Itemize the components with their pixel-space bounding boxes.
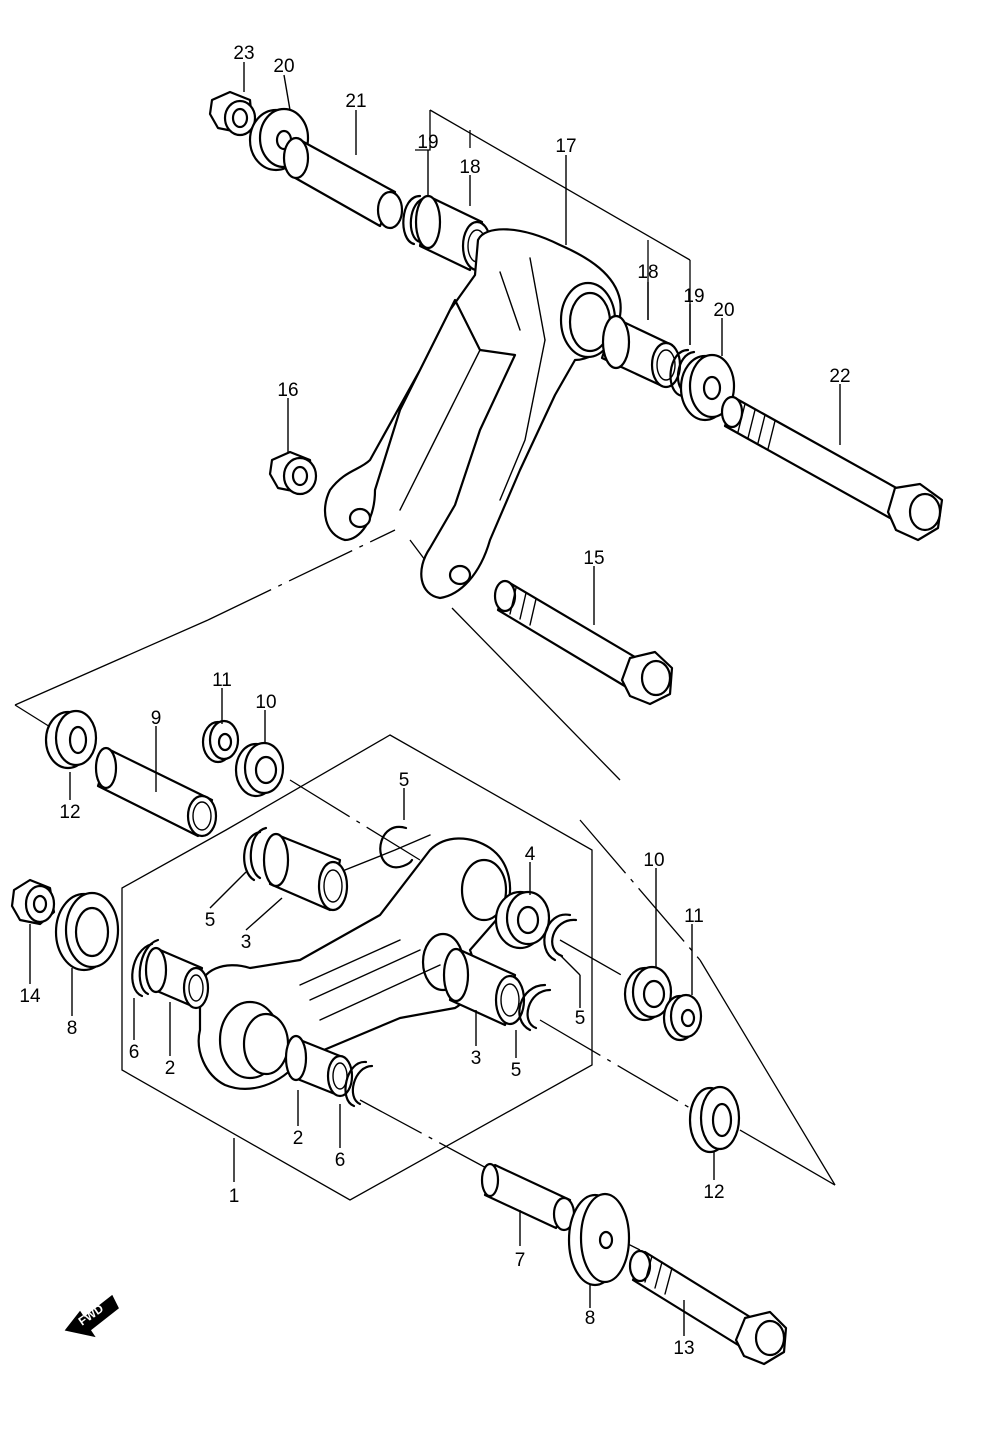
callout-10-upper: 10	[255, 692, 276, 713]
callout-5-right-lower: 5	[511, 1060, 522, 1081]
part-15-bolt	[493, 579, 674, 706]
part-17-cushion-lever	[323, 228, 622, 600]
callout-23: 23	[233, 43, 254, 64]
callout-13: 13	[673, 1338, 694, 1359]
part-5-circlip-left-upper	[243, 826, 268, 882]
callout-6-center: 6	[335, 1150, 346, 1171]
callout-21: 21	[345, 91, 366, 112]
callout-18-upper: 18	[459, 157, 480, 178]
callout-20-upper: 20	[273, 56, 294, 77]
part-4-seal	[494, 890, 551, 950]
part-13-bolt	[628, 1249, 788, 1366]
callout-12-right: 12	[703, 1182, 724, 1203]
part-18-bearing-right	[600, 314, 682, 389]
part-21-sleeve	[282, 136, 404, 230]
part-23-nut	[208, 90, 257, 137]
part-16-nut	[268, 450, 318, 496]
part-3-bearing-left	[262, 832, 349, 912]
callout-5-top: 5	[399, 770, 410, 791]
callout-2-left: 2	[165, 1058, 176, 1079]
part-22-bolt	[720, 395, 944, 542]
part-6-circlip-center	[344, 1060, 374, 1108]
callout-5-left: 5	[205, 910, 216, 931]
part-5-circlip-right-upper	[543, 913, 578, 962]
part-20-washer-right	[679, 353, 736, 422]
part-11-nut-right	[662, 993, 703, 1042]
part-5-circlip-top	[379, 825, 414, 869]
callout-10-right: 10	[643, 850, 664, 871]
assembly-guide-lines	[14, 109, 836, 1251]
callout-3-right: 3	[471, 1048, 482, 1069]
callout-labels: 23 20 21 19 18 17 18 19 20 22 16 15 11 1…	[19, 43, 850, 1359]
callout-2-center: 2	[293, 1128, 304, 1149]
part-8-washer-lower	[567, 1192, 631, 1287]
part-3-bearing-right	[442, 947, 526, 1027]
part-12-washer-right	[688, 1085, 741, 1154]
callout-12-left: 12	[59, 802, 80, 823]
callout-7: 7	[515, 1250, 526, 1271]
part-2-bearing-left	[144, 946, 210, 1010]
callout-18-right: 18	[637, 262, 658, 283]
fwd-arrow-icon: FWD	[64, 1294, 119, 1338]
part-10-seal-right	[623, 965, 673, 1022]
callout-4: 4	[525, 844, 536, 865]
callout-5-right-upper: 5	[575, 1008, 586, 1029]
callout-11-right: 11	[684, 906, 704, 927]
callout-3-left: 3	[241, 932, 252, 953]
callout-19-upper: 19	[417, 132, 438, 153]
callout-22: 22	[829, 366, 850, 387]
callout-15: 15	[583, 548, 604, 569]
callout-16: 16	[277, 380, 298, 401]
part-6-circlip-left	[131, 938, 160, 998]
part-1-cushion-rod	[197, 834, 512, 1090]
callout-11-upper: 11	[212, 670, 232, 691]
callout-19-right: 19	[683, 286, 704, 307]
callout-6-left: 6	[129, 1042, 140, 1063]
part-14-nut	[10, 878, 56, 926]
part-9-sleeve	[94, 746, 218, 838]
callout-20-right: 20	[713, 300, 734, 321]
part-5-circlip-right-lower	[518, 983, 552, 1032]
part-11-nut-upper	[201, 719, 240, 764]
callout-14: 14	[19, 986, 41, 1007]
part-8-washer-upper	[54, 891, 120, 972]
part-10-seal-upper	[234, 741, 285, 798]
leader-lines	[29, 62, 841, 1336]
callout-17: 17	[555, 136, 576, 157]
part-12-washer-left	[44, 709, 98, 770]
callout-1: 1	[229, 1186, 240, 1207]
part-7-sleeve	[480, 1162, 576, 1232]
callout-8-upper: 8	[67, 1018, 78, 1039]
callout-8-lower: 8	[585, 1308, 596, 1329]
callout-9: 9	[151, 708, 162, 729]
